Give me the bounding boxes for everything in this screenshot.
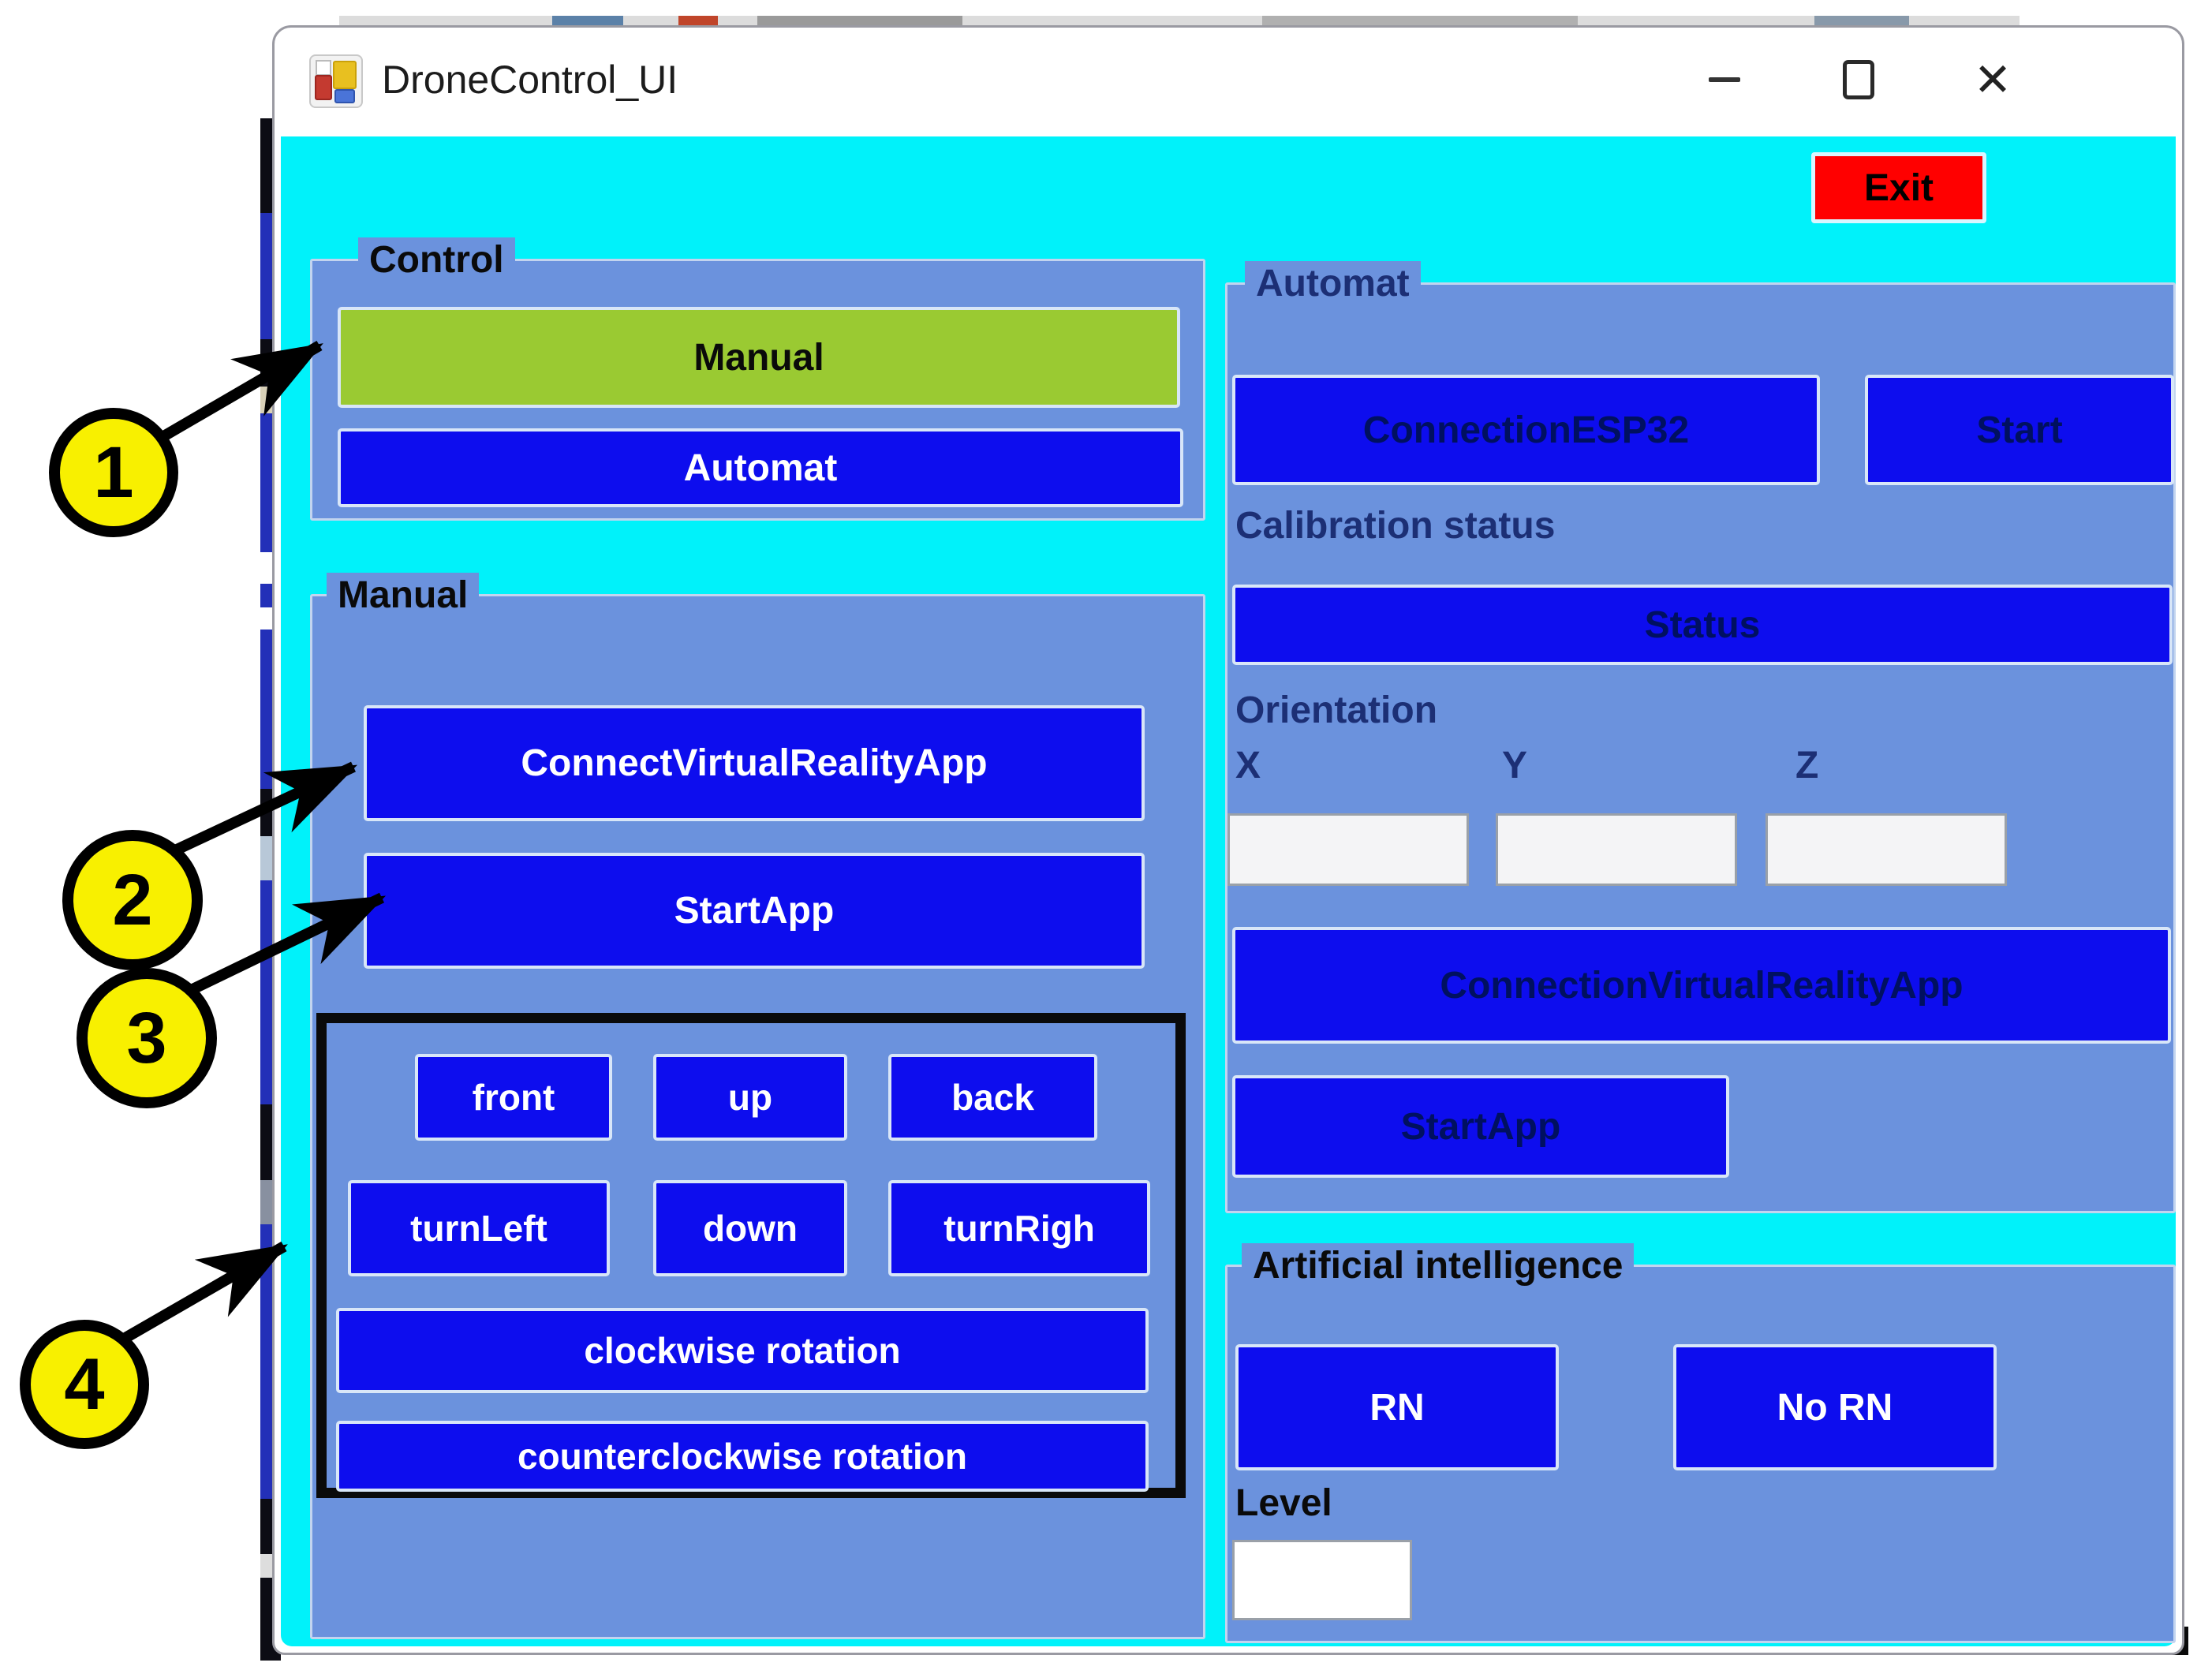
connect-vr-app-button[interactable]: ConnectVirtualRealityApp (364, 705, 1145, 821)
app-icon-white-square (316, 60, 331, 76)
app-window: DroneControl_UI ✕ Exit Control Manual Au… (272, 25, 2184, 1655)
app-icon-blue-square (334, 89, 355, 103)
automat-group-title: Automat (1245, 261, 1421, 307)
annotation-arrow-4 (117, 1241, 288, 1347)
connection-esp32-button[interactable]: ConnectionESP32 (1232, 375, 1820, 485)
annotation-circle-4: 4 (20, 1320, 149, 1449)
minimize-icon[interactable] (1677, 43, 1772, 116)
annotation-circle-3: 3 (77, 968, 217, 1108)
manual-mode-button[interactable]: Manual (338, 307, 1180, 408)
orientation-label: Orientation (1235, 689, 1438, 731)
connection-vr-app-button[interactable]: ConnectionVirtualRealityApp (1232, 927, 2171, 1044)
automat-start-app-button[interactable]: StartApp (1232, 1075, 1729, 1178)
orientation-x-field[interactable] (1227, 813, 1469, 886)
manual-group-title: Manual (327, 573, 480, 618)
axis-y-label: Y (1502, 745, 1528, 786)
control-group: Control Manual Automat (310, 237, 1205, 521)
rn-button[interactable]: RN (1235, 1344, 1559, 1470)
close-icon[interactable]: ✕ (1973, 54, 2012, 106)
maximize-icon[interactable] (1811, 43, 1906, 116)
start-app-button[interactable]: StartApp (364, 853, 1145, 969)
app-icon (309, 54, 363, 108)
level-field[interactable] (1232, 1540, 1412, 1620)
ai-group-title: Artificial intelligence (1242, 1243, 1635, 1289)
up-button[interactable]: up (653, 1054, 847, 1141)
start-button[interactable]: Start (1865, 375, 2174, 485)
manual-group: Manual ConnectVirtualRealityApp StartApp… (310, 573, 1205, 1639)
movement-pad-outline: front up back turnLeft down turnRigh clo… (316, 1013, 1186, 1498)
app-icon-red-square (315, 75, 332, 100)
app-icon-yellow-square (333, 61, 357, 89)
clockwise-rotation-button[interactable]: clockwise rotation (336, 1308, 1149, 1393)
title-bar: DroneControl_UI ✕ (275, 28, 2182, 136)
status-button[interactable]: Status (1232, 585, 2173, 665)
front-button[interactable]: front (415, 1054, 612, 1141)
automat-mode-button[interactable]: Automat (338, 428, 1183, 507)
orientation-z-field[interactable] (1765, 813, 2007, 886)
window-title: DroneControl_UI (382, 58, 678, 102)
annotation-circle-2: 2 (62, 830, 203, 970)
control-group-title: Control (358, 237, 515, 283)
calibration-status-label: Calibration status (1235, 505, 1556, 547)
ai-group: Artificial intelligence RN No RN Level (1225, 1243, 2176, 1643)
annotation-circle-1: 1 (49, 408, 178, 537)
down-button[interactable]: down (653, 1180, 847, 1276)
exit-button[interactable]: Exit (1811, 152, 1986, 223)
axis-z-label: Z (1795, 745, 1819, 786)
turn-right-button[interactable]: turnRigh (888, 1180, 1150, 1276)
level-label: Level (1235, 1482, 1332, 1524)
axis-x-label: X (1235, 745, 1261, 786)
no-rn-button[interactable]: No RN (1673, 1344, 1997, 1470)
counterclockwise-rotation-button[interactable]: counterclockwise rotation (336, 1421, 1149, 1492)
orientation-y-field[interactable] (1496, 813, 1737, 886)
back-button[interactable]: back (888, 1054, 1097, 1141)
automat-group: Automat ConnectionESP32 Start Calibratio… (1225, 261, 2176, 1213)
turn-left-button[interactable]: turnLeft (348, 1180, 610, 1276)
